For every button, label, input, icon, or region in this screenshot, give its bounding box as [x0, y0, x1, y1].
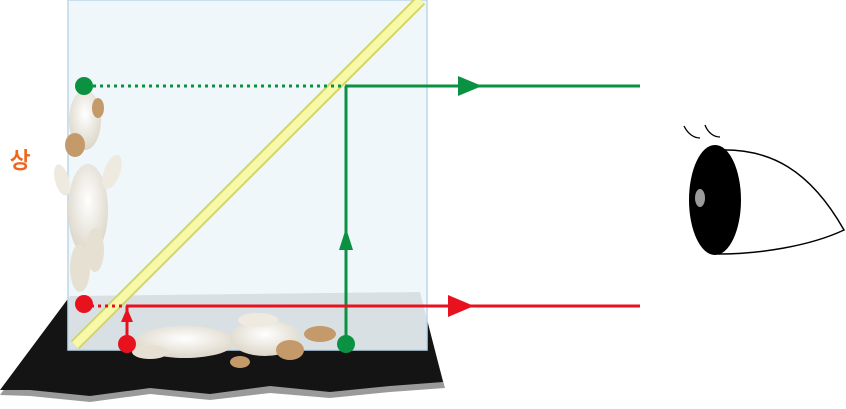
green-right-arrow — [458, 76, 482, 96]
image-label: 상 — [10, 149, 30, 174]
green-ray — [86, 76, 640, 343]
green-up-arrow — [339, 228, 353, 250]
red-up-arrow — [121, 308, 133, 322]
diagonal-mirror — [70, 0, 426, 350]
dog-figure-lying — [132, 313, 336, 368]
red-right-arrow — [448, 295, 474, 317]
dog-figure-standing — [54, 90, 122, 292]
eye-icon — [683, 124, 846, 255]
red-dot-image — [75, 295, 93, 313]
red-dot-object — [118, 335, 136, 353]
green-dot-image — [75, 77, 93, 95]
green-dot-object — [337, 335, 355, 353]
